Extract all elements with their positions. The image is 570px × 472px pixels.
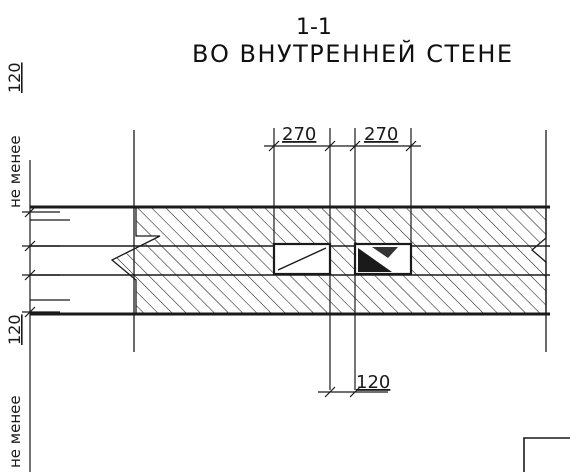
dimension-opening-right: 270: [364, 124, 398, 145]
side-bottom-prefix: не менее: [6, 395, 24, 468]
frame-corner: [523, 437, 570, 472]
top-dimension-lines: [264, 128, 421, 390]
side-bottom-value: 120: [5, 314, 24, 345]
dimension-gap-bottom: 120: [356, 372, 390, 393]
wall-boundaries: [133, 130, 547, 352]
bottom-dimension-line: [318, 386, 388, 398]
side-dimension-bottom: 120 не менее: [5, 314, 24, 468]
side-top-prefix: не менее: [6, 135, 24, 208]
section-title: ВО ВНУТРЕННЕЙ СТЕНЕ: [192, 39, 514, 68]
section-mark: 1-1: [296, 15, 332, 40]
left-dimension-line: [22, 160, 60, 472]
opening-right: [353, 242, 413, 276]
opening-left: [272, 242, 332, 276]
dimension-opening-left: 270: [282, 124, 316, 145]
side-top-value: 120: [5, 62, 24, 93]
side-dimension-top: не менее 120: [5, 62, 24, 208]
